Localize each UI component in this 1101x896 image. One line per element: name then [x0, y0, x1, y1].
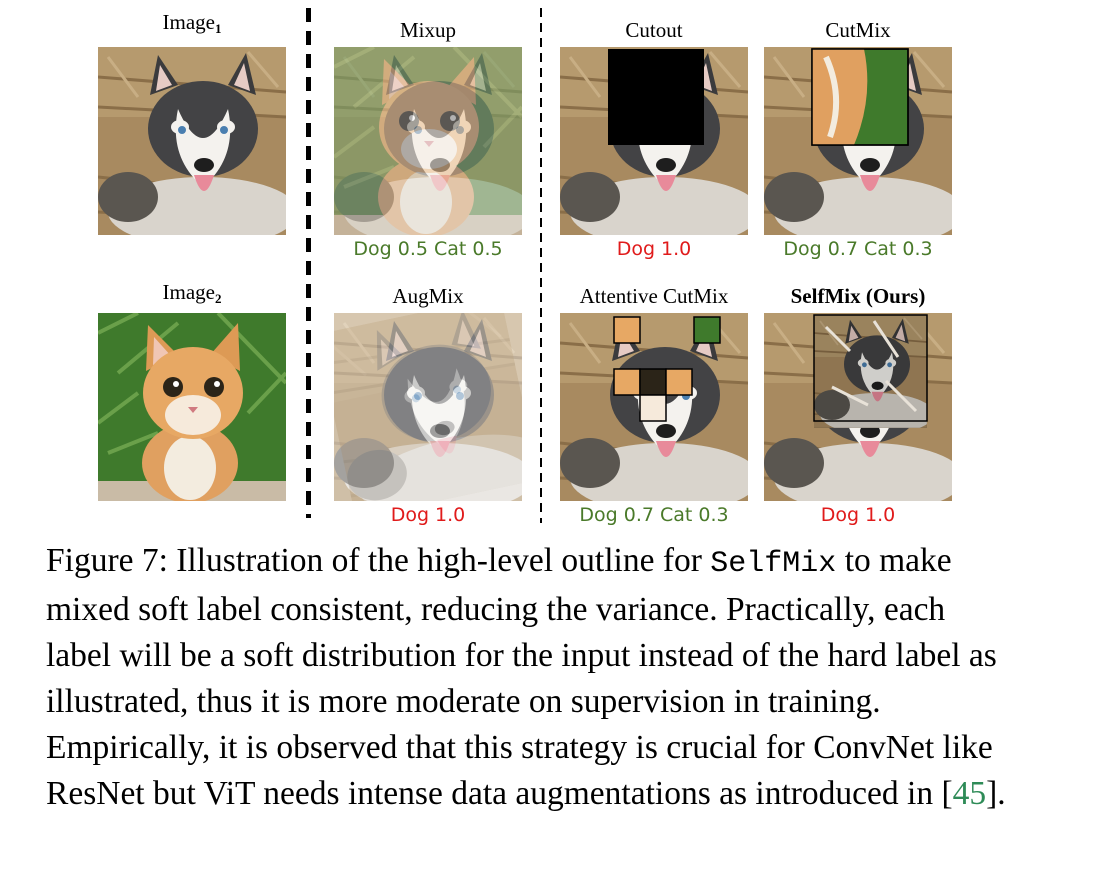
separator-dashed-thin [540, 8, 542, 523]
image1-title: Image1 [162, 10, 222, 36]
cutmix-panel [764, 47, 952, 235]
reference-link[interactable]: 45 [952, 775, 987, 812]
attentive-cutmix-label: Dog 0.7 Cat 0.3 [579, 504, 729, 526]
selfmix-panel [764, 313, 952, 501]
mixup-title: Mixup [399, 18, 456, 42]
cutmix-title: CutMix [825, 18, 891, 42]
cutout-title: Cutout [625, 18, 683, 42]
cutout-label: Dog 1.0 [616, 238, 692, 260]
cutmix-label: Dog 0.7 Cat 0.3 [783, 238, 933, 260]
attentive-cutmix-title: Attentive CutMix [579, 284, 729, 308]
cutout-panel [560, 47, 748, 235]
image1-dog-panel [98, 47, 286, 235]
method-name: SelfMix [710, 547, 837, 581]
mixup-label: Dog 0.5 Cat 0.5 [353, 238, 503, 260]
separator-dashed-thick [306, 8, 311, 518]
attentive-cutmix-panel [560, 313, 748, 501]
selfmix-label: Dog 1.0 [820, 504, 896, 526]
augmix-label: Dog 1.0 [390, 504, 466, 526]
figure-caption: Figure 7: Illustration of the high-level… [46, 542, 1006, 812]
mixup-panel [334, 47, 522, 235]
augmix-title: AugMix [392, 284, 464, 308]
image2-title: Image2 [162, 280, 222, 306]
figure-7: Image1 Image2 Mixup Dog 0.5 Cat 0.5 AugM… [0, 8, 1101, 526]
image2-cat-panel [98, 313, 286, 501]
augmix-panel [334, 313, 522, 501]
selfmix-title: SelfMix (Ours) [790, 284, 926, 308]
